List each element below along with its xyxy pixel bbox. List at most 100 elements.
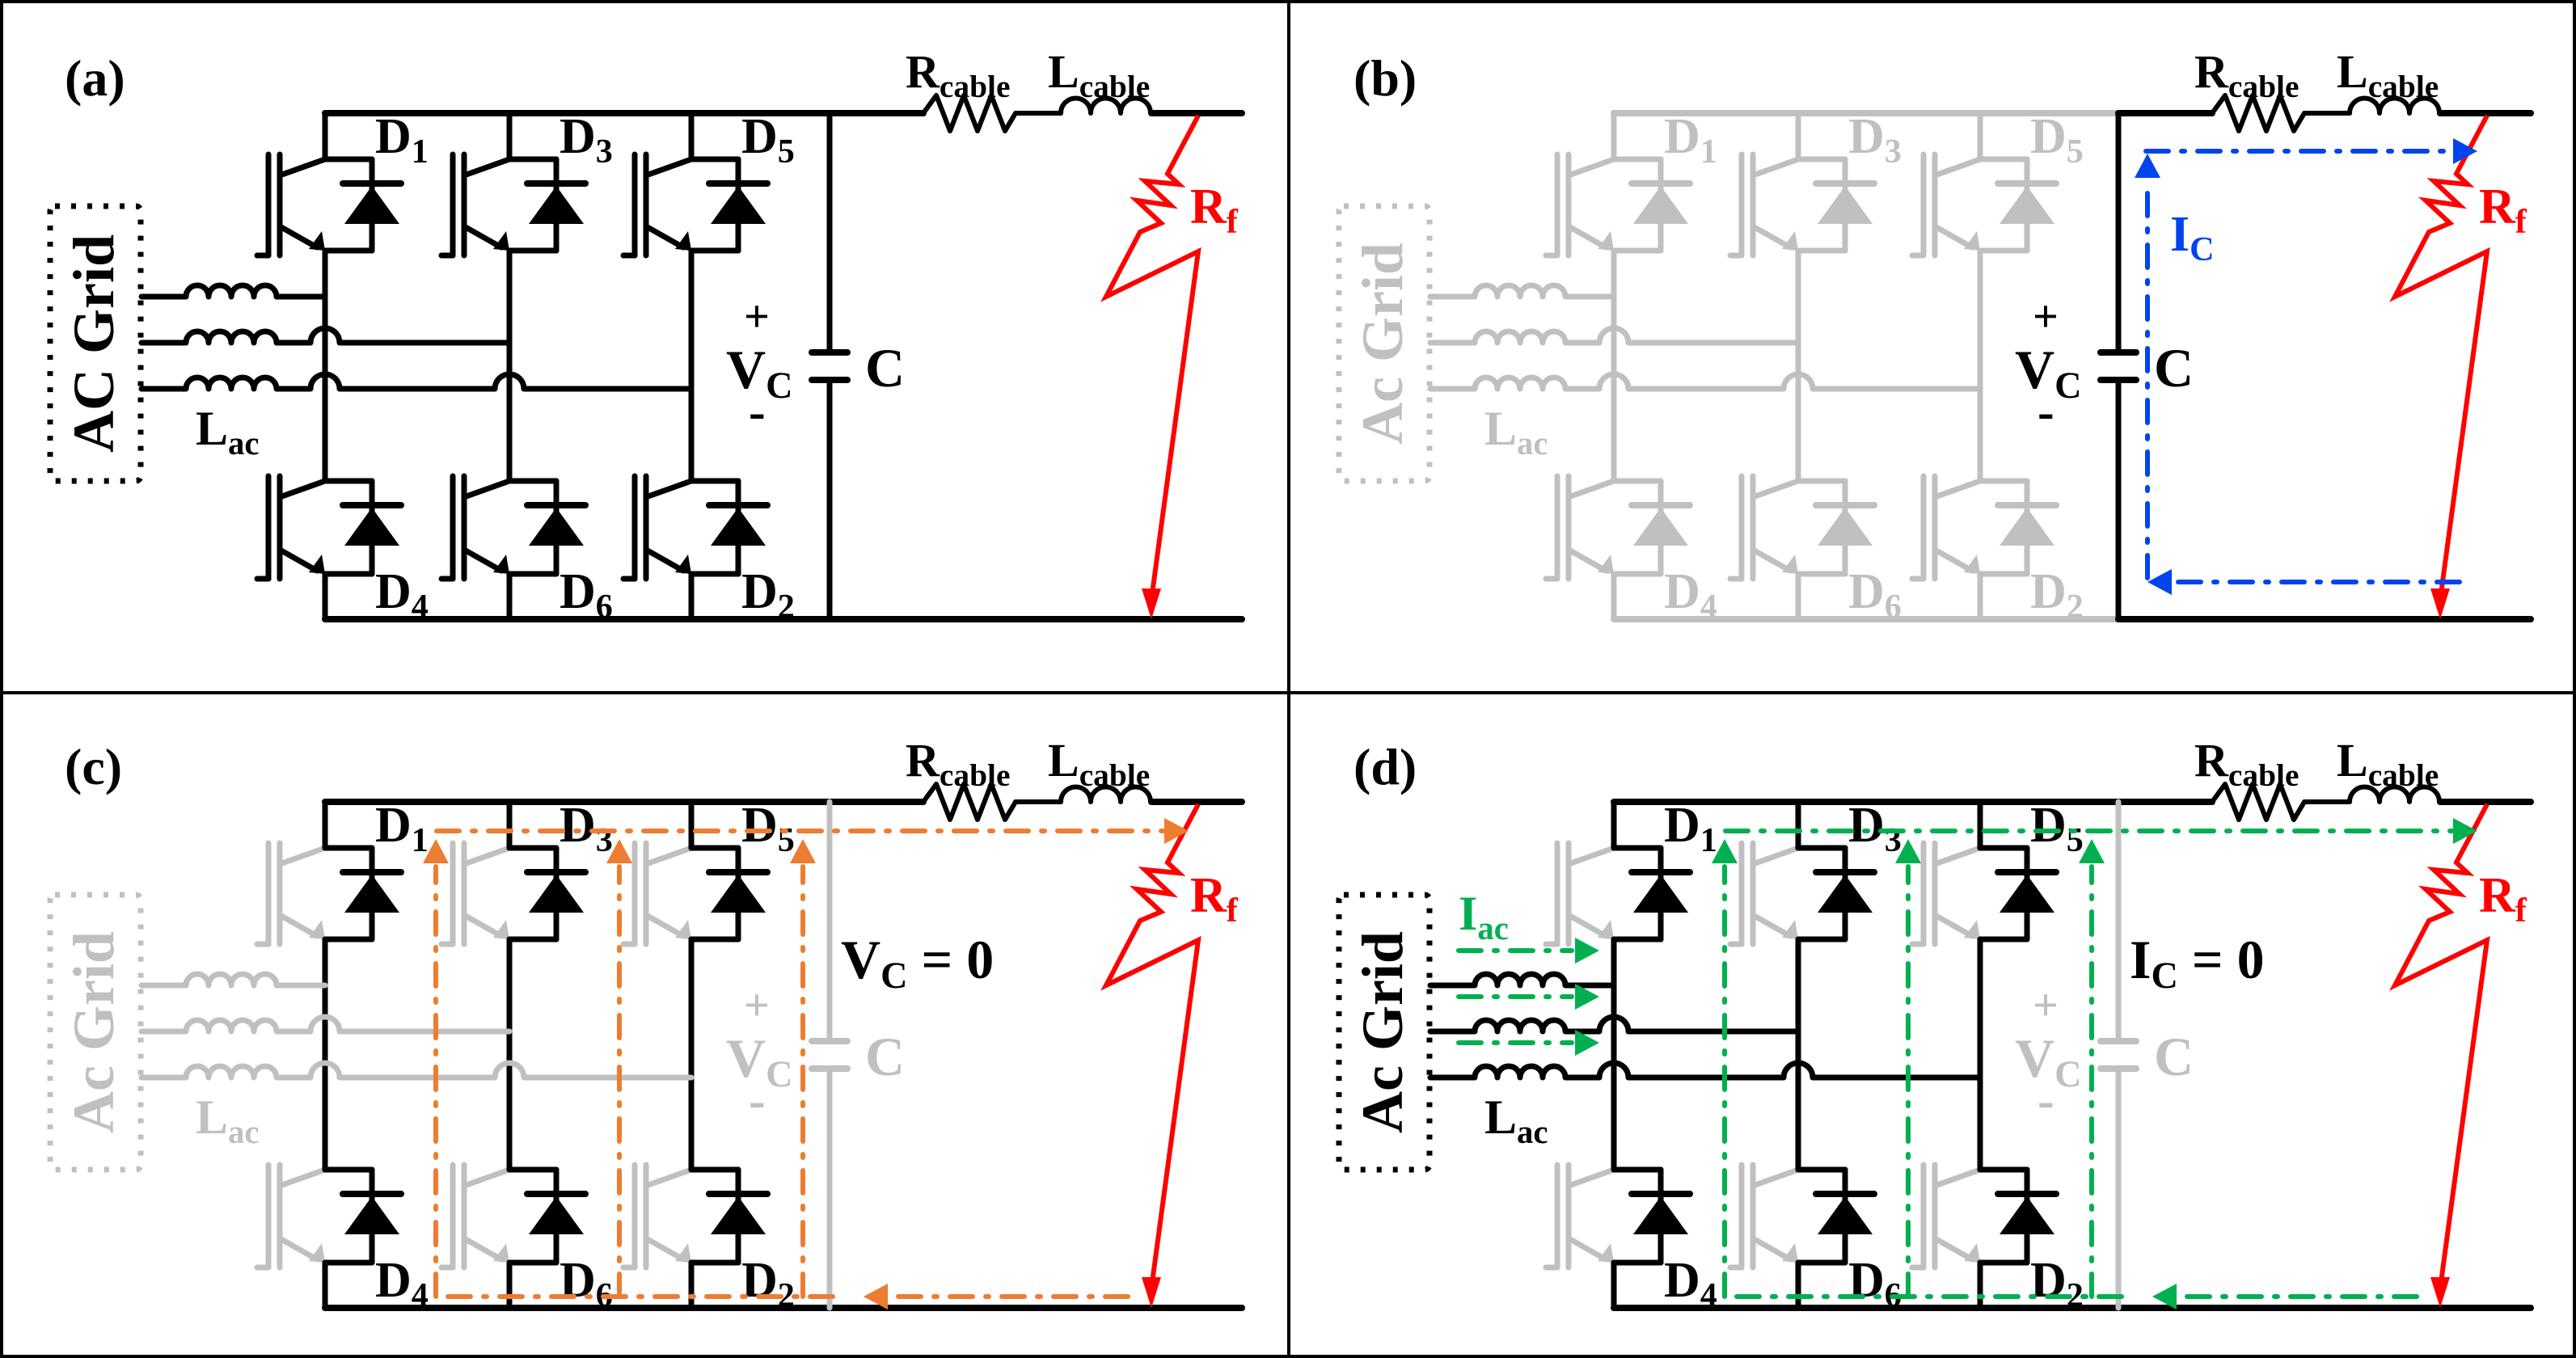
- r-cable-label: Rcable: [2194, 45, 2299, 104]
- diode-label-D1-main: D: [375, 798, 412, 853]
- diode-label-D5-main: D: [741, 109, 778, 164]
- bottom-switch-1-diode-triangle: [1633, 1196, 1688, 1234]
- vc-label-sub: C: [766, 1054, 792, 1095]
- top-switch-3-igbt-collector: [1932, 156, 1983, 179]
- rf-label-main: R: [2479, 868, 2516, 923]
- diode-label-D3-main: D: [560, 109, 596, 164]
- bottom-switch-3-igbt-emitter: [1932, 546, 1975, 574]
- top-switch-2-igbt-collector: [461, 156, 513, 179]
- bottom-switch-2-igbt-collector: [1750, 478, 1801, 500]
- cable-resistor: [2210, 93, 2352, 133]
- bottom-switch-3-diode-triangle: [711, 1196, 766, 1234]
- top-switch-3-igbt-emitter: [1932, 912, 1975, 939]
- flow-arrow-left: [864, 1284, 888, 1310]
- cable-resistor: [921, 782, 1063, 822]
- ac-phase-2: [1427, 1014, 1801, 1035]
- bottom-switch-1-igbt-emitter: [277, 1235, 320, 1263]
- bottom-switch-2-igbt-collector: [1750, 1166, 1801, 1189]
- bottom-switch-1-igbt-arrow: [1598, 1243, 1614, 1263]
- top-switch-1-diode-triangle: [1633, 875, 1688, 913]
- ac-grid-label: Ac Grid: [61, 931, 126, 1133]
- l-cable-label-sub: cable: [2368, 69, 2439, 104]
- cable-inductor: [2347, 784, 2443, 804]
- vc-label: VC: [2015, 1027, 2082, 1095]
- top-switch-2-diode-triangle: [529, 875, 584, 913]
- top-switch-1-igbt-collector: [1565, 156, 1617, 179]
- cable-inductor: [1058, 95, 1154, 116]
- diode-label-D4-main: D: [1664, 564, 1700, 619]
- bottom-switch-2-igbt-arrow: [1782, 1243, 1798, 1263]
- ac-phase-1: [1427, 971, 1617, 989]
- diode-label-D6-sub: 6: [596, 588, 613, 626]
- panel-label: (b): [1353, 49, 1417, 107]
- diode-label-D1-sub: 1: [412, 821, 429, 859]
- l-cable-label: Lcable: [2337, 45, 2439, 104]
- ac-phase-2: [1427, 325, 1801, 346]
- diode-label-D2: D2: [741, 564, 795, 626]
- ac-phase-2: [138, 325, 513, 346]
- bottom-switch-2-igbt-emitter: [461, 546, 505, 574]
- top-switch-3-igbt-arrow: [1964, 920, 1980, 939]
- l-cable-label-sub: cable: [1079, 757, 1151, 793]
- r-cable-label-main: R: [2194, 45, 2229, 98]
- diode-label-D6-main: D: [1848, 564, 1885, 619]
- diode-label-D1-sub: 1: [1700, 133, 1717, 171]
- diode-label-D6-main: D: [560, 564, 596, 619]
- top-switch-2-igbt-emitter: [1750, 223, 1793, 251]
- cable-resistor: [2210, 782, 2352, 822]
- rf-label: Rf: [1190, 179, 1239, 241]
- lac-label-main: L: [196, 402, 228, 455]
- diode-label-D3: D3: [1848, 109, 1902, 171]
- ic-flow-label-main: I: [2170, 207, 2190, 262]
- top-switch-1-igbt-emitter: [1565, 912, 1609, 939]
- plus-sign: +: [2033, 981, 2059, 1031]
- lac-label-main: L: [1484, 402, 1517, 455]
- flow-arrow-right: [1575, 938, 1599, 964]
- panel-label: (d): [1353, 738, 1417, 795]
- iac-flow-label-sub: ac: [1477, 910, 1509, 947]
- r-cable-label-sub: cable: [940, 69, 1011, 104]
- top-switch-3-diode-triangle: [2000, 875, 2054, 913]
- bottom-switch-3-diode-triangle: [2000, 508, 2054, 546]
- rf-label-main: R: [1190, 868, 1227, 923]
- rf-label-sub: f: [2515, 203, 2527, 241]
- diode-label-D5-main: D: [2030, 798, 2067, 853]
- flow-arrow-up: [2079, 839, 2105, 863]
- diode-label-D4: D4: [375, 564, 429, 626]
- ac-phase-2: [138, 1014, 513, 1035]
- flow-arrow-right: [1575, 1030, 1599, 1056]
- capacitor-label: C: [865, 337, 905, 399]
- cable-inductor: [2347, 95, 2443, 116]
- ac-grid-label: Ac Grid: [1350, 931, 1415, 1133]
- rf-label-main: R: [2479, 179, 2516, 234]
- diode-label-D5-main: D: [741, 798, 778, 853]
- diode-label-D5-sub: 5: [778, 821, 795, 859]
- vc-label-sub: C: [2054, 365, 2081, 407]
- bottom-switch-2-igbt-arrow: [1782, 555, 1798, 574]
- r-cable-label-sub: cable: [2228, 757, 2299, 793]
- bottom-switch-2-igbt-arrow: [493, 1243, 509, 1263]
- top-switch-1-igbt-collector: [1565, 845, 1617, 867]
- diode-label-D1-main: D: [1664, 109, 1700, 164]
- diode-label-D4-main: D: [375, 564, 412, 619]
- vc-label: VC: [726, 1027, 793, 1095]
- iac-flow-label: Iac: [1459, 887, 1509, 947]
- top-switch-2-igbt-collector: [1750, 845, 1801, 867]
- capacitor-label: C: [2154, 337, 2194, 399]
- diode-label-D1-main: D: [1664, 798, 1700, 853]
- top-switch-2-igbt-emitter: [1750, 912, 1793, 939]
- bottom-switch-1-igbt-collector: [277, 1166, 328, 1189]
- top-switch-1-igbt-collector: [277, 156, 328, 179]
- diode-label-D4: D4: [375, 1253, 429, 1314]
- plus-sign: +: [2033, 292, 2059, 342]
- flow-arrow-right: [2453, 138, 2477, 164]
- r-cable-label: Rcable: [906, 45, 1010, 104]
- top-switch-3-igbt-arrow: [675, 920, 691, 939]
- bottom-switch-1-igbt-emitter: [277, 546, 320, 574]
- vc-label-main: V: [2015, 1027, 2054, 1089]
- vc-label-sub: C: [766, 365, 792, 407]
- flow-arrow-right: [1575, 984, 1599, 1010]
- ac-phase-3: [138, 371, 695, 392]
